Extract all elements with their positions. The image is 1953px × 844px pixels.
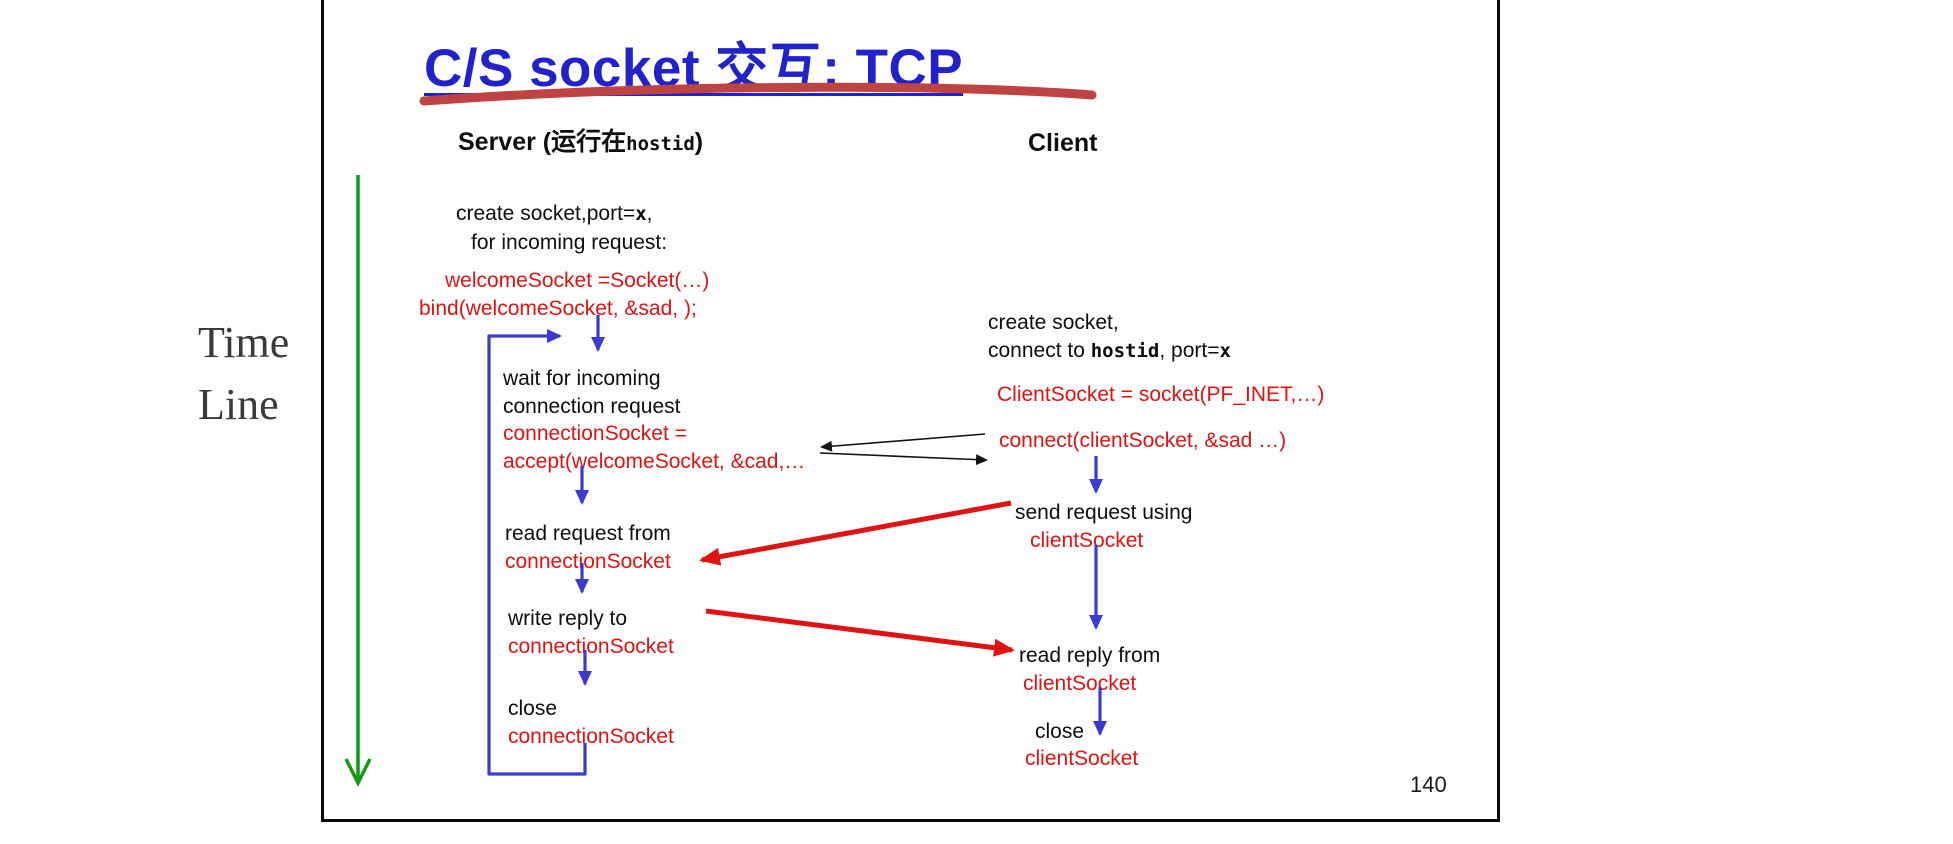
server-read-block: read request from connectionSocket <box>505 520 671 576</box>
client-create-line2: connect to hostid, port=x <box>988 337 1231 365</box>
client-connect-to-text: connect to <box>988 339 1091 362</box>
server-header-cn: 运行在 <box>551 128 627 156</box>
client-create-block: create socket, connect to hostid, port=x <box>988 309 1231 365</box>
server-header-hostid: hostid <box>626 133 695 155</box>
server-close-block: close connectionSocket <box>508 695 674 751</box>
timeline-label-line1: Time <box>198 318 290 367</box>
server-header: Server (运行在hostid) <box>458 122 703 158</box>
client-port-text: , port= <box>1159 339 1220 362</box>
client-close-label: close <box>1035 720 1085 743</box>
server-wait-block: wait for incoming connection request con… <box>503 365 805 475</box>
client-send-code: clientSocket <box>1030 529 1144 552</box>
client-hostid: hostid <box>1090 340 1160 362</box>
server-create-comma: , <box>646 202 653 225</box>
timeline-label-line2: Line <box>198 380 279 429</box>
client-header: Client <box>1028 129 1098 157</box>
server-wait-line2: connection request <box>503 394 681 418</box>
slide-title: C/S socket 交互: TCP <box>424 39 964 98</box>
timeline-label: Time Line <box>198 312 289 436</box>
client-send-label: send request using <box>1015 501 1193 524</box>
page-number: 140 <box>1410 772 1447 797</box>
client-port-x: x <box>1219 340 1231 362</box>
server-port-x: x <box>635 203 647 225</box>
server-header-pre: Server ( <box>458 128 552 156</box>
client-create-line1: create socket, <box>988 311 1119 334</box>
client-code-connect: connect(clientSocket, &sad …) <box>999 429 1287 452</box>
server-read-label: read request from <box>505 522 671 545</box>
client-readreply-code: clientSocket <box>1023 672 1137 695</box>
server-wait-line1: wait for incoming <box>503 367 661 390</box>
server-create-line2: for incoming request: <box>471 231 668 254</box>
server-code-welcome: welcomeSocket =Socket(…) <box>445 269 710 292</box>
client-code-socket: ClientSocket = socket(PF_INET,…) <box>997 383 1325 406</box>
server-write-block: write reply to connectionSocket <box>508 605 674 661</box>
server-read-code: connectionSocket <box>505 550 671 573</box>
server-code-bind: bind(welcomeSocket, &sad, ); <box>419 297 697 320</box>
server-close-label: close <box>508 697 558 720</box>
client-close-code: clientSocket <box>1025 747 1139 770</box>
server-header-post: ) <box>694 128 704 156</box>
server-accept-code-line2: accept(welcomeSocket, &cad,… <box>503 449 806 473</box>
server-write-label: write reply to <box>508 607 628 630</box>
server-create-text: create socket,port= <box>456 202 636 225</box>
server-close-code: connectionSocket <box>508 725 674 748</box>
slide-frame <box>321 0 1500 822</box>
server-create-line1: create socket,port=x, <box>456 200 652 228</box>
server-write-code: connectionSocket <box>508 635 674 658</box>
client-readreply-label: read reply from <box>1019 644 1161 667</box>
server-accept-code-line1: connectionSocket = <box>503 422 687 445</box>
